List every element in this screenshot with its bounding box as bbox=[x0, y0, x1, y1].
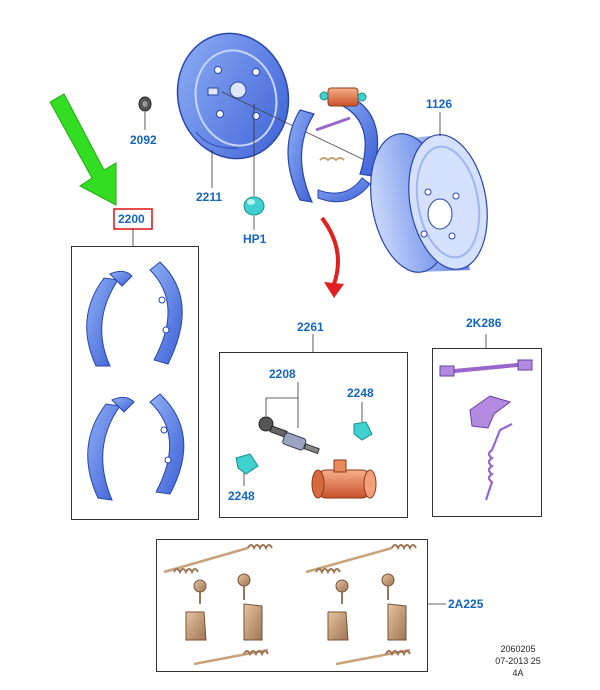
backing-plate-drawing bbox=[176, 32, 290, 160]
shoe-kit-box bbox=[71, 246, 199, 520]
hardware-kit-left-drawing bbox=[163, 544, 273, 666]
label-hole-plug[interactable]: HP1 bbox=[243, 232, 267, 246]
wheel-cylinder-drawing bbox=[311, 459, 377, 499]
brake-drum-drawing bbox=[370, 133, 488, 273]
label-cap-top[interactable]: 2248 bbox=[347, 386, 374, 400]
plug-drawing bbox=[138, 96, 152, 112]
label-backing-plate[interactable]: 2211 bbox=[196, 190, 223, 204]
label-shoe-kit[interactable]: 2200 bbox=[118, 212, 145, 226]
dust-cap-top-drawing bbox=[353, 402, 373, 441]
hole-plug-drawing bbox=[243, 104, 265, 216]
footer-ref-line1: 2060205 bbox=[500, 644, 536, 654]
shoe-kit-shoes-drawing bbox=[86, 261, 185, 501]
label-drum[interactable]: 1126 bbox=[426, 97, 453, 111]
adjuster-kit-box bbox=[432, 348, 542, 517]
assembled-shoes-drawing bbox=[287, 87, 379, 203]
dust-cap-bottom-drawing bbox=[235, 453, 259, 486]
label-cap-bottom[interactable]: 2248 bbox=[228, 489, 255, 503]
footer-ref-line3: 4A bbox=[512, 668, 524, 678]
label-plug[interactable]: 2092 bbox=[130, 133, 157, 147]
footer-ref-line2: 07-2013 25 bbox=[495, 656, 541, 666]
bleeder-screw-drawing bbox=[258, 416, 320, 455]
label-adjuster-kit[interactable]: 2K286 bbox=[466, 316, 502, 330]
cylinder-kit-box bbox=[219, 352, 408, 518]
label-bleeder-set[interactable]: 2208 bbox=[269, 367, 296, 381]
green-pointer-arrow bbox=[49, 93, 117, 206]
label-cylinder-kit[interactable]: 2261 bbox=[297, 320, 324, 334]
hardware-kit-box bbox=[156, 539, 428, 672]
label-hardware-kit[interactable]: 2A225 bbox=[448, 597, 484, 611]
bleeder-set-bracket bbox=[265, 382, 299, 428]
adjuster-kit-drawing bbox=[439, 359, 533, 501]
red-curved-arrow bbox=[320, 216, 344, 298]
hardware-kit-right-drawing bbox=[305, 544, 417, 666]
